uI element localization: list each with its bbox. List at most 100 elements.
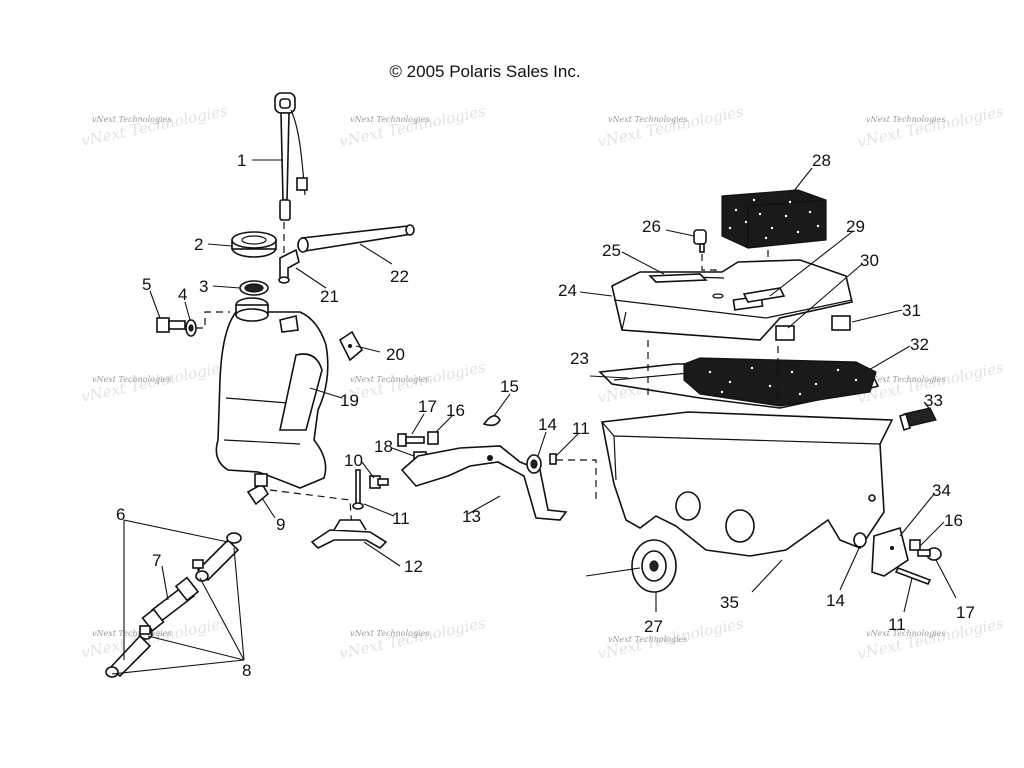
svg-text:vNext Technologies: vNext Technologies <box>92 115 171 124</box>
grommet-part-14-left <box>526 454 542 474</box>
svg-text:vNext Technologies: vNext Technologies <box>338 102 488 151</box>
callout-22: 22 <box>390 267 409 286</box>
bolt-part-17-left <box>397 433 425 447</box>
callout-30: 30 <box>860 251 879 270</box>
clamp-set-part-8 <box>139 559 204 635</box>
callout-labels: 1 2 3 4 5 6 7 8 9 10 11 11 11 12 13 14 1… <box>116 151 975 680</box>
callout-23: 23 <box>570 349 589 368</box>
elbow-fitting-part-21 <box>278 248 300 284</box>
svg-text:vNext Technologies: vNext Technologies <box>80 101 230 150</box>
clip-part-15 <box>482 415 501 427</box>
callout-26: 26 <box>642 217 661 236</box>
svg-text:vNext Technologies: vNext Technologies <box>866 629 945 638</box>
airbox-lid-part-24 <box>611 259 853 341</box>
callout-5: 5 <box>142 275 151 294</box>
svg-text:vNext Technologies: vNext Technologies <box>608 635 687 644</box>
callout-19: 19 <box>340 391 359 410</box>
callout-7: 7 <box>152 551 161 570</box>
callout-1: 1 <box>237 151 246 170</box>
callout-18: 18 <box>374 437 393 456</box>
airbox-base-part-35 <box>601 411 894 557</box>
pin-part-11-right <box>549 453 557 465</box>
callout-10: 10 <box>344 451 363 470</box>
callout-17-left: 17 <box>418 397 437 416</box>
nut-part-16-left <box>427 431 439 445</box>
breather-part-26 <box>693 229 707 253</box>
lid-decal-part-29 <box>742 287 786 303</box>
callout-29: 29 <box>846 217 865 236</box>
callout-31: 31 <box>902 301 921 320</box>
callout-4: 4 <box>178 285 187 304</box>
copyright-notice: © 2005 Polaris Sales Inc. <box>389 62 581 81</box>
svg-text:vNext Technologies: vNext Technologies <box>856 614 1006 663</box>
callout-14-right: 14 <box>826 591 845 610</box>
callout-12: 12 <box>404 557 423 576</box>
vent-hose-part-22 <box>297 224 415 253</box>
foam-filter-part-28 <box>721 189 827 249</box>
callout-34: 34 <box>932 481 951 500</box>
callout-28: 28 <box>812 151 831 170</box>
bolt-part-17-right <box>917 547 942 561</box>
drain-fitting-part-9 <box>246 473 270 506</box>
oil-tank-part-19 <box>215 297 329 489</box>
callout-32: 32 <box>910 335 929 354</box>
grommet-part-14-right <box>853 532 867 548</box>
svg-text:vNext Technologies: vNext Technologies <box>866 115 945 124</box>
rod-part-11-right <box>894 566 932 586</box>
dipstick-part-1 <box>274 92 308 258</box>
callout-8: 8 <box>242 661 251 680</box>
callout-21: 21 <box>320 287 339 306</box>
callout-6: 6 <box>116 505 125 524</box>
svg-text:vNext Technologies: vNext Technologies <box>338 614 488 663</box>
pin-dash-line <box>556 459 597 500</box>
callout-27: 27 <box>644 617 663 636</box>
svg-text:vNext Technologies: vNext Technologies <box>350 375 429 384</box>
svg-text:vNext Technologies: vNext Technologies <box>350 115 429 124</box>
inline-filter-part-7 <box>141 576 200 632</box>
callout-11-right: 11 <box>888 615 906 634</box>
clip-part-33 <box>899 407 937 432</box>
gasket-part-3 <box>239 280 269 296</box>
callout-17-right: 17 <box>956 603 975 622</box>
bracket-part-20 <box>338 330 364 362</box>
svg-text:vNext Technologies: vNext Technologies <box>350 629 429 638</box>
callout-2: 2 <box>194 235 203 254</box>
callout-24: 24 <box>558 281 577 300</box>
callout-3: 3 <box>199 277 208 296</box>
wheel-axle-line <box>585 567 641 577</box>
callout-11-mid: 11 <box>392 509 410 528</box>
callout-16-right: 16 <box>944 511 963 530</box>
svg-text:vNext Technologies: vNext Technologies <box>866 375 945 384</box>
hose-upper-part-8 <box>195 532 242 582</box>
leader-lines <box>111 159 957 675</box>
filler-cap-part-2 <box>231 231 277 258</box>
support-bracket-part-13 <box>400 445 568 521</box>
bolt-part-10 <box>369 475 389 489</box>
bolt-part-5 <box>156 317 186 333</box>
bracket-part-34 <box>871 526 909 577</box>
callout-15: 15 <box>500 377 519 396</box>
svg-text:vNext Technologies: vNext Technologies <box>596 102 746 151</box>
callout-33: 33 <box>924 391 943 410</box>
rod-part-11-mid <box>352 469 364 510</box>
wheel-part-27 <box>631 539 677 593</box>
svg-text:vNext Technologies: vNext Technologies <box>92 375 171 384</box>
callout-16-left: 16 <box>446 401 465 420</box>
svg-text:vNext Technologies: vNext Technologies <box>856 102 1006 151</box>
mount-bracket-part-12 <box>310 519 388 549</box>
nut-part-16-right <box>909 539 921 551</box>
foam-element-part-32 <box>683 357 877 407</box>
callout-20: 20 <box>386 345 405 364</box>
bolt-dash-line <box>196 311 230 329</box>
svg-text:vNext Technologies: vNext Technologies <box>608 115 687 124</box>
callout-13: 13 <box>462 507 481 526</box>
lid-insert-part-25 <box>648 273 708 283</box>
callout-9: 9 <box>276 515 285 534</box>
